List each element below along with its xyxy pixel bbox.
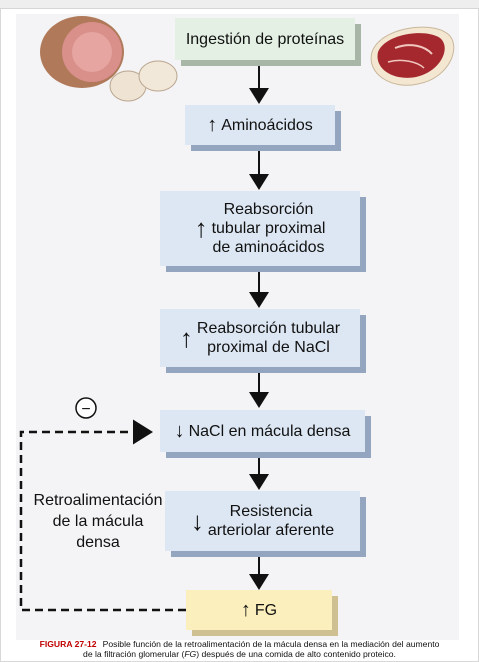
box-reabs-amino-line1: Reabsorción [223, 201, 314, 218]
box-resist-line1: Resistencia [229, 503, 313, 520]
box-macula-densa-nacl: ↓ NaCl en mácula densa [160, 410, 365, 452]
caption-text-line2c: ) después de una comida de alto contenid… [196, 649, 396, 659]
caption-text-line1: Posible función de la retroalimentación … [102, 639, 440, 649]
caption-text-line2b: FG [184, 649, 197, 659]
up-arrow-icon: ↑ [207, 113, 218, 136]
box-macula-label: NaCl en mácula densa [188, 422, 351, 440]
box-proximal-amino-reabsorption: ↑ Reabsorción tubular proximal de aminoá… [160, 191, 360, 266]
box-gfr: ↑ FG [186, 590, 332, 630]
box-afferent-resistance: ↓ Resistencia arteriolar aferente [165, 491, 360, 551]
box-proximal-nacl-reabsorption: ↑ Reabsorción tubular proximal de NaCl [160, 309, 360, 367]
down-arrow-icon: ↓ [190, 505, 204, 536]
feedback-dashed-path [19, 419, 186, 612]
caption-figure-id: FIGURA 27-12 [39, 639, 97, 649]
box-amino-acids: ↑ Aminoácidos [185, 105, 335, 145]
top-bar [0, 0, 479, 9]
negative-sign-circle [75, 397, 97, 419]
feedback-label-line2: de la mácula [52, 513, 144, 530]
box-reabs-amino-line2: tubular proximal [211, 220, 326, 237]
negative-sign: − [81, 401, 90, 418]
figure-caption: FIGURA 27-12 Posible función de la retroa… [6, 639, 473, 659]
down-arrow-icon: ↓ [174, 419, 185, 442]
box-reabs-nacl-line2: proximal de NaCl [207, 339, 330, 356]
box-reabs-amino-line3: de aminoácidos [212, 239, 325, 256]
feedback-label: Retroalimentación de la mácula densa [18, 490, 178, 553]
box-protein-intake-label: Ingestión de proteínas [185, 30, 345, 48]
feedback-label-line3: densa [76, 534, 120, 551]
caption-text-line2a: de la filtración glomerular ( [83, 649, 185, 659]
box-resist-line2: arteriolar aferente [207, 522, 335, 539]
feedback-label-line1: Retroalimentación [33, 492, 163, 509]
box-reabs-nacl-line1: Reabsorción tubular [196, 320, 341, 337]
box-protein-intake: Ingestión de proteínas [175, 18, 355, 60]
up-arrow-icon: ↑ [179, 322, 193, 353]
box-gfr-label: FG [254, 601, 278, 619]
up-arrow-icon: ↑ [194, 213, 208, 243]
up-arrow-icon: ↑ [240, 598, 251, 621]
box-amino-acids-label: Aminoácidos [221, 116, 313, 134]
